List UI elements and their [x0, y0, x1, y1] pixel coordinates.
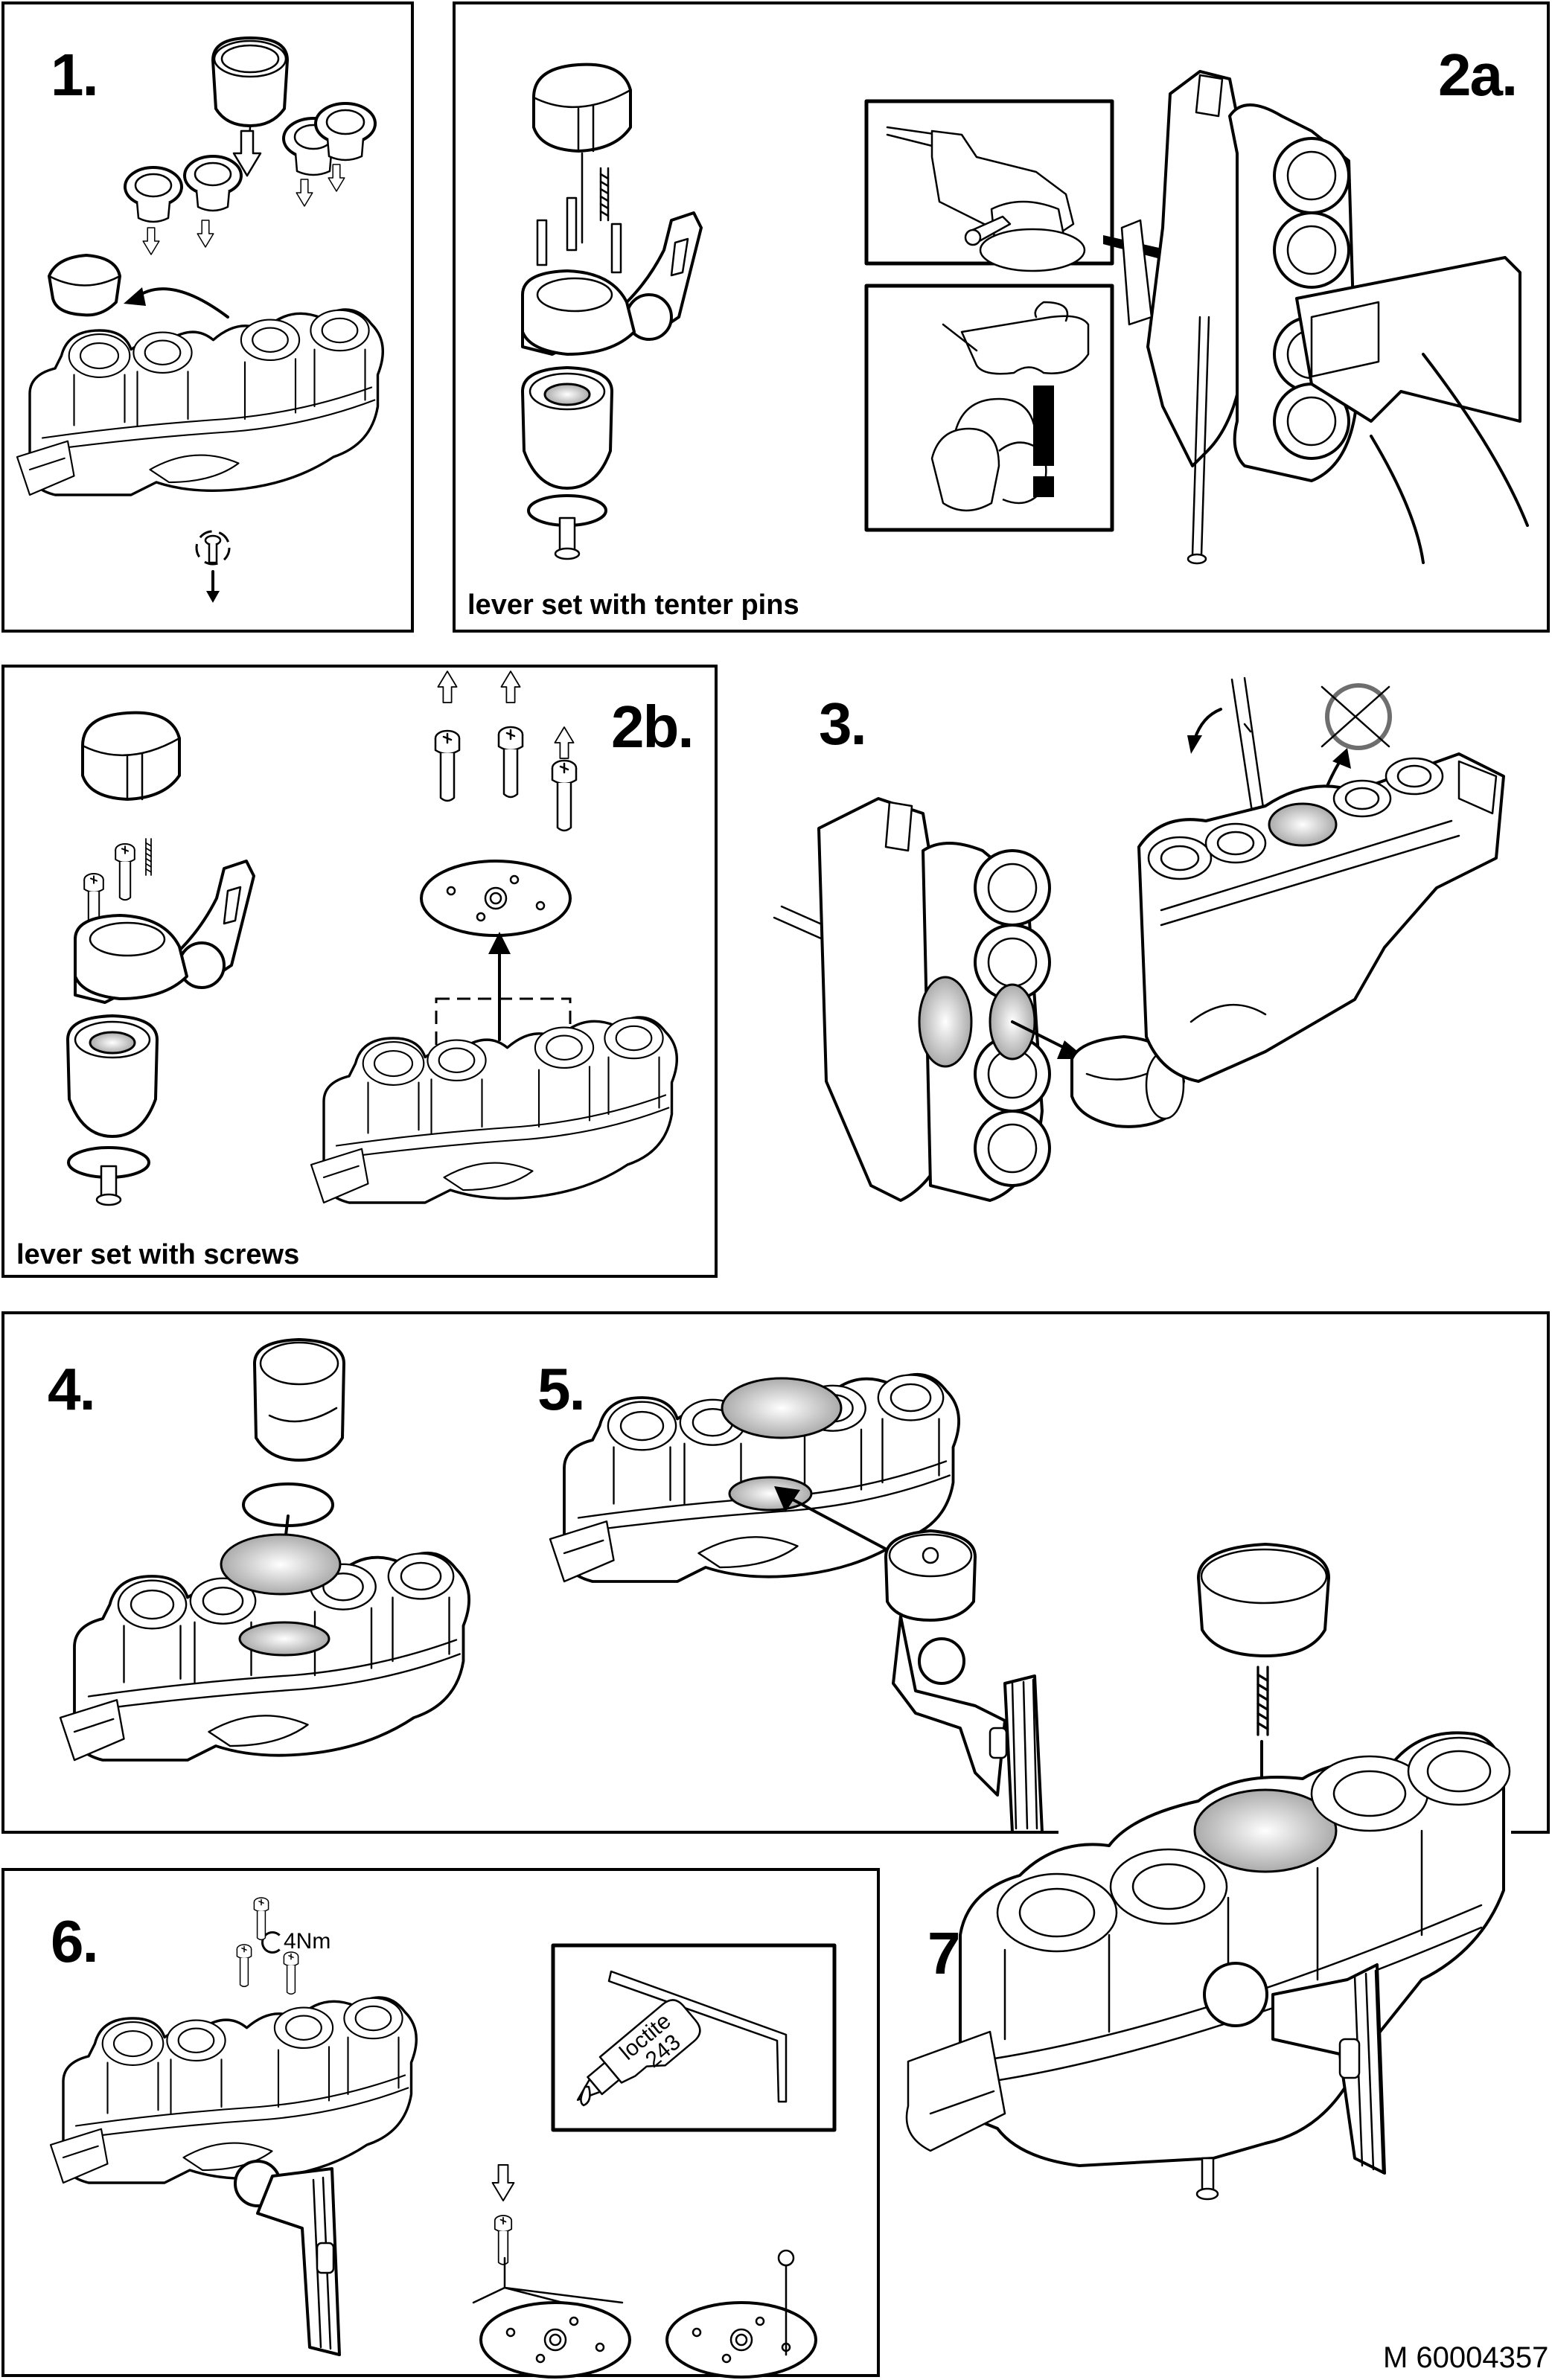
tenter-pin-icon — [536, 219, 548, 266]
angle-grinder-icon — [886, 126, 1086, 272]
torque-value: 4Nm — [284, 1929, 331, 1954]
guide-sleeve-icon — [253, 1338, 345, 1462]
step-4-illustration — [59, 1338, 471, 1762]
caption-lever-set-tenter-pins: lever set with tenter pins — [467, 589, 799, 621]
crossed-o-ring-icon — [1321, 683, 1392, 750]
panel-border-bottom-left — [1, 1831, 1058, 1834]
step-number-2b: 2b. — [611, 694, 694, 760]
step-1-panel: 1. — [1, 1, 414, 633]
step-number-5: 5. — [537, 1356, 586, 1422]
screw-icon — [236, 1944, 252, 1988]
spring-icon — [599, 167, 610, 222]
step-7-illustration — [905, 1543, 1511, 2201]
screw-icon — [253, 1897, 269, 1941]
arrow-down-icon — [491, 2163, 515, 2202]
pivot-plate-icon — [420, 860, 572, 937]
arrow-up-icon — [554, 726, 575, 759]
loctite-bottle-icon: loctite 243 — [576, 1999, 701, 2101]
step-5-area: 5. — [514, 1311, 1548, 1834]
arrow-up-icon — [500, 671, 521, 703]
step-1-illustration — [16, 36, 385, 603]
ear-protection-icon — [930, 397, 1047, 512]
screw-icon — [494, 2215, 513, 2265]
lever-pivot-icon — [884, 1529, 1044, 1834]
step-number-4: 4. — [48, 1356, 96, 1422]
step-2b-panel: 2b. lever set with screws — [1, 665, 718, 1278]
screw-icon — [283, 1951, 299, 1995]
step-number-6: 6. — [51, 1908, 99, 1974]
pivot-plate-icon — [665, 2301, 817, 2379]
sleeve-24mm-icon — [211, 36, 289, 127]
arrow-up-icon — [437, 671, 458, 703]
bushing-icon — [314, 102, 377, 161]
guide-sleeve-icon — [66, 1014, 159, 1138]
caliper-body-icon — [49, 1996, 418, 2184]
caliper-body-icon — [905, 1731, 1511, 2201]
guide-sleeve-icon — [1070, 1035, 1185, 1128]
step-number-3: 3. — [819, 691, 867, 757]
step-2a-illustration — [521, 63, 1529, 565]
pivot-plate-icon — [479, 2301, 631, 2379]
screw-icon — [434, 729, 461, 802]
torque-rotation-icon — [261, 1931, 284, 1954]
bushing-icon — [183, 155, 243, 212]
spring-icon — [145, 838, 152, 876]
step-number-2a: 2a. — [1438, 42, 1518, 108]
step-7-area: 7. — [886, 1518, 1552, 2337]
lever-icon — [234, 2160, 341, 2356]
step-3-illustration — [773, 676, 1505, 1202]
step-number-1: 1. — [51, 42, 99, 108]
drop-icon — [580, 2085, 591, 2107]
caption-lever-set-screws: lever set with screws — [16, 1239, 300, 1270]
caliper-body-icon — [1137, 752, 1505, 1083]
pad-cap-icon — [532, 63, 632, 153]
step-5-illustration — [549, 1372, 1044, 1834]
screw-icon — [497, 726, 524, 799]
allen-key-icon — [607, 1970, 788, 2103]
screw-icon — [115, 842, 135, 901]
step-3-area: 3. — [744, 665, 1552, 1278]
document-id: M 60004357 — [1383, 2341, 1549, 2374]
screw-icon — [551, 759, 578, 832]
caliper-side-view-icon — [1120, 70, 1529, 565]
warning-icon — [1033, 386, 1054, 497]
guide-sleeve-icon — [521, 366, 613, 490]
caliper-body-icon — [310, 1016, 678, 1204]
step-2a-panel: 2a. lever set with tenter pins — [453, 1, 1550, 633]
pad-cap-icon — [81, 711, 181, 801]
step-6-illustration: loctite 243 — [49, 1897, 837, 2379]
step-4-area: 4. — [1, 1311, 515, 1832]
step-2b-illustration — [66, 671, 678, 1206]
bushing-icon — [124, 166, 183, 223]
tenter-pin-icon — [566, 196, 578, 252]
step-6-panel: 6. 4Nm loctite 243 — [1, 1868, 880, 2379]
caliper-body-icon — [16, 308, 385, 496]
safety-glasses-icon — [942, 301, 1090, 375]
pad-cap-icon — [1197, 1543, 1330, 1657]
tenter-pin-icon — [610, 223, 622, 274]
caliper-side-view-icon — [817, 797, 1051, 1202]
panel-border-bottom-right — [1511, 1831, 1550, 1834]
torque-label: 4Nm — [261, 1929, 330, 1954]
spring-icon — [1256, 1666, 1269, 1736]
